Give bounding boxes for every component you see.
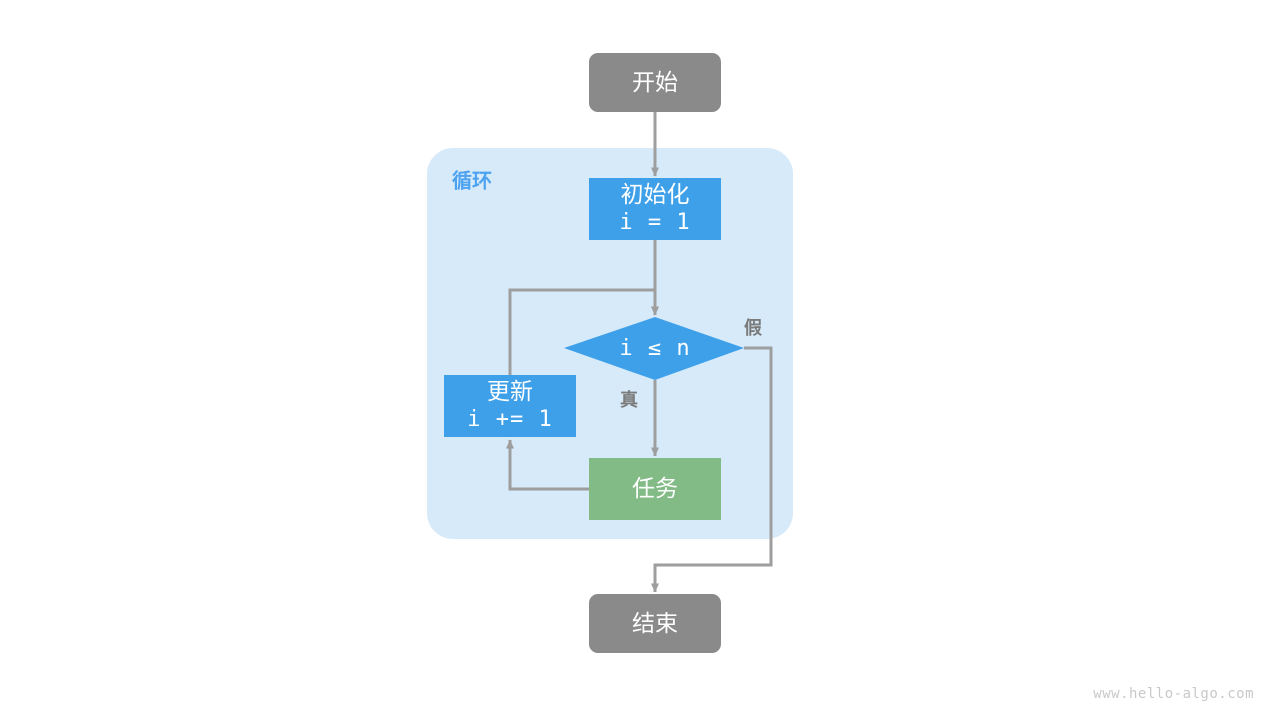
node-end-shape [589, 594, 721, 653]
node-init-label: 初始化 [621, 181, 690, 207]
node-init[interactable]: 初始化 i = 1 [589, 178, 721, 240]
loop-group-label: 循环 [452, 168, 492, 192]
node-start-shape [589, 53, 721, 112]
node-task-label: 任务 [632, 475, 678, 501]
edge-update-to-condition [508, 288, 659, 375]
node-end[interactable]: 结束 [589, 594, 721, 653]
edge-label-true: 真 [620, 389, 638, 410]
node-start[interactable]: 开始 [589, 53, 721, 112]
node-update-shape [444, 375, 576, 437]
node-update-label: 更新 [487, 378, 533, 404]
node-end-label: 结束 [632, 610, 678, 636]
node-update[interactable]: 更新 i += 1 [444, 375, 576, 437]
node-start-label: 开始 [632, 69, 678, 95]
node-task[interactable]: 任务 [589, 458, 721, 520]
node-condition-label: i ≤ n [619, 336, 690, 361]
node-init-shape [589, 178, 721, 240]
node-update-code: i += 1 [467, 407, 552, 432]
node-condition-shape [564, 317, 744, 380]
node-task-shape [589, 458, 721, 520]
edge-condition-to-end [651, 346, 773, 593]
edge-label-false: 假 [744, 317, 763, 338]
node-init-code: i = 1 [619, 210, 690, 235]
node-condition[interactable]: i ≤ n [564, 317, 744, 380]
watermark-text: www.hello-algo.com [1093, 686, 1254, 702]
edge-task-to-update [506, 439, 589, 491]
